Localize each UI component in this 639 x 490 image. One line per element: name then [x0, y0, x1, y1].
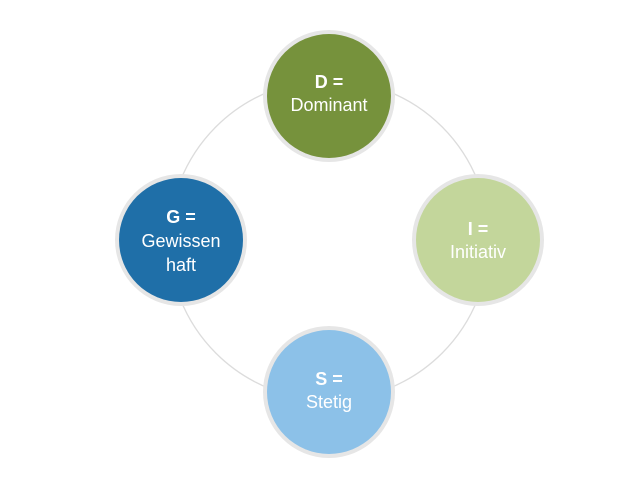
node-initiativ: I = Initiativ	[412, 174, 544, 306]
node-stetig-circle	[267, 330, 391, 454]
node-initiativ-text-1: Initiativ	[450, 242, 506, 262]
node-dominant-text-1: Dominant	[290, 95, 367, 115]
node-dominant: D = Dominant	[263, 30, 395, 162]
node-gewissenhaft-circle	[119, 178, 243, 302]
node-stetig-text-1: Stetig	[306, 392, 352, 412]
node-gewissenhaft: G = Gewissen haft	[115, 174, 247, 306]
node-gewissenhaft-text-2: haft	[166, 255, 196, 275]
node-initiativ-letter: I =	[468, 219, 489, 239]
node-gewissenhaft-letter: G =	[166, 207, 196, 227]
node-initiativ-circle	[416, 178, 540, 302]
node-gewissenhaft-text-1: Gewissen	[141, 231, 220, 251]
node-dominant-letter: D =	[315, 72, 344, 92]
node-stetig: S = Stetig	[263, 326, 395, 458]
node-dominant-circle	[267, 34, 391, 158]
node-stetig-letter: S =	[315, 369, 343, 389]
